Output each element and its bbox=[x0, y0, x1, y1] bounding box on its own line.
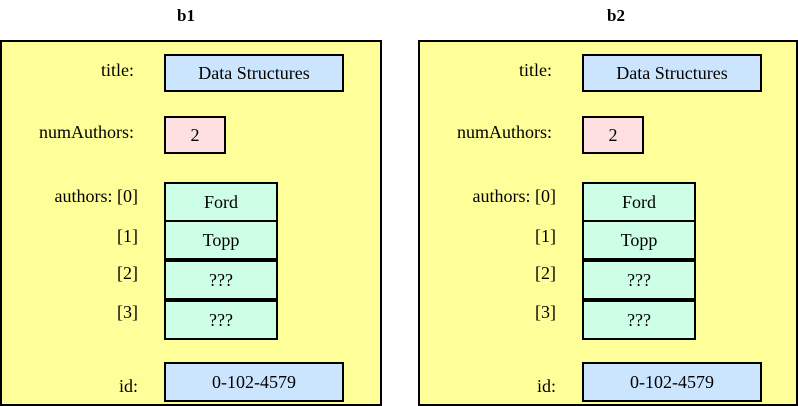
id-field: 0-102-4579 bbox=[164, 362, 344, 402]
author-cell: Ford bbox=[164, 182, 278, 222]
author-cell: Topp bbox=[164, 220, 278, 260]
title-label: title: bbox=[101, 60, 134, 80]
author-index-label: [3] bbox=[535, 302, 556, 322]
num-authors-label: numAuthors: bbox=[456, 122, 552, 142]
id-label: id: bbox=[118, 376, 138, 396]
object-name-b2: b2 bbox=[607, 6, 625, 25]
author-index-label: [1] bbox=[117, 226, 138, 246]
object-panel-b2: title: Data Structures numAuthors: 2 aut… bbox=[418, 40, 798, 406]
num-authors-label: numAuthors: bbox=[38, 122, 134, 142]
author-cell: Ford bbox=[582, 182, 696, 222]
author-cell: ??? bbox=[582, 260, 696, 300]
author-index-label: [1] bbox=[535, 226, 556, 246]
author-index-label: [3] bbox=[117, 302, 138, 322]
object-panel-b1: title: Data Structures numAuthors: 2 aut… bbox=[0, 40, 382, 406]
num-authors-field: 2 bbox=[164, 116, 226, 154]
num-authors-field: 2 bbox=[582, 116, 644, 154]
id-label: id: bbox=[536, 376, 556, 396]
authors-label: authors: [0] bbox=[54, 186, 138, 206]
author-cell: ??? bbox=[164, 300, 278, 340]
author-cell: ??? bbox=[164, 260, 278, 300]
authors-label: authors: [0] bbox=[472, 186, 556, 206]
object-name-b1: b1 bbox=[177, 6, 195, 25]
title-field: Data Structures bbox=[582, 54, 762, 92]
author-cell: Topp bbox=[582, 220, 696, 260]
author-cell: ??? bbox=[582, 300, 696, 340]
title-field: Data Structures bbox=[164, 54, 344, 92]
title-label: title: bbox=[519, 60, 552, 80]
author-index-label: [2] bbox=[535, 263, 556, 283]
id-field: 0-102-4579 bbox=[582, 362, 762, 402]
author-index-label: [2] bbox=[117, 263, 138, 283]
